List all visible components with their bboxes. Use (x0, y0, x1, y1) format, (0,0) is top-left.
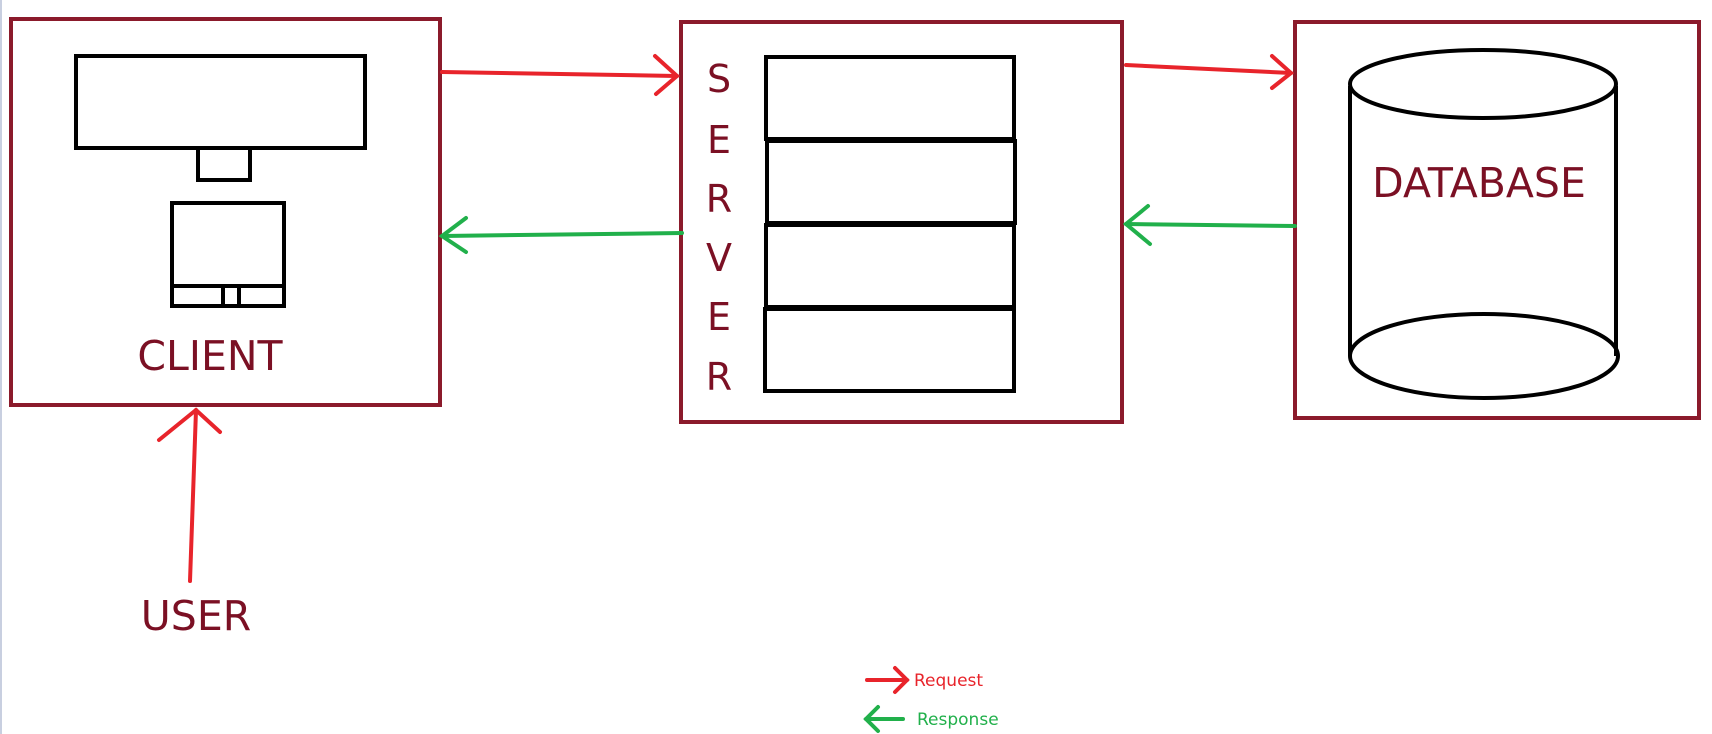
server-label-letter: E (707, 118, 731, 162)
user-label: USER (141, 592, 251, 640)
response-arrow-database-to-server (1122, 204, 1297, 246)
request-arrow-server-to-database (1124, 54, 1295, 90)
client-label: CLIENT (137, 332, 283, 380)
database-label: DATABASE (1372, 159, 1586, 207)
monitor-screen (74, 54, 367, 150)
legend: Request Response (863, 666, 999, 733)
user-request-arrow (157, 407, 222, 583)
server-label: S E R V E R (706, 57, 732, 399)
database-node: DATABASE (1293, 20, 1701, 420)
request-arrow-client-to-server (440, 54, 681, 96)
server-label-letter: E (707, 295, 731, 339)
user-node: USER (141, 407, 251, 640)
legend-request-label: Request (914, 671, 983, 691)
response-arrow-server-to-client (438, 216, 684, 254)
server-label-letter: V (706, 236, 732, 280)
rack-unit-4 (763, 307, 1016, 393)
rack-unit-2 (765, 139, 1017, 225)
monitor-stand (196, 146, 252, 182)
server-label-letter: R (706, 177, 732, 221)
client-box (9, 17, 442, 407)
computer-icon (74, 54, 367, 308)
client-node: CLIENT (9, 17, 442, 407)
legend-response-label: Response (917, 710, 999, 730)
cpu-button (221, 284, 241, 308)
rack-unit-1 (764, 55, 1016, 141)
server-rack-icon (763, 55, 1017, 393)
server-label-letter: R (706, 355, 732, 399)
database-cylinder-icon (1348, 48, 1620, 400)
cpu-box (170, 201, 286, 308)
cylinder-top (1348, 48, 1618, 120)
cylinder-bottom (1348, 312, 1620, 400)
legend-request-arrow (865, 666, 910, 694)
legend-response-arrow (863, 705, 905, 733)
server-box (679, 20, 1124, 424)
server-label-letter: S (707, 57, 731, 101)
database-box (1293, 20, 1701, 420)
rack-unit-3 (764, 223, 1016, 309)
server-node: S E R V E R (679, 20, 1124, 424)
